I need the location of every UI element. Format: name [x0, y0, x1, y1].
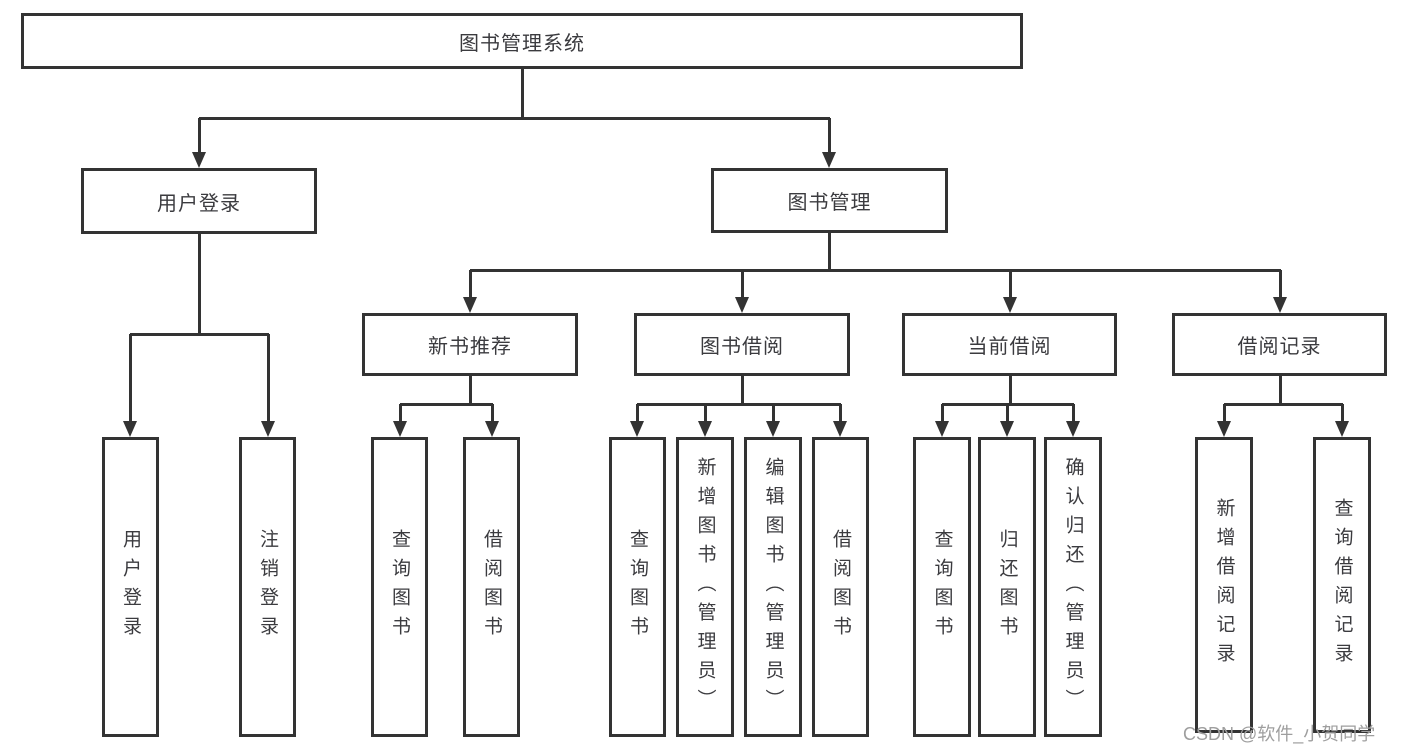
- leaf-user-login: 用户登录: [102, 437, 159, 737]
- arrowhead: [698, 421, 712, 437]
- leaf-borrow-book-recommend: 借阅图书: [463, 437, 520, 737]
- connector-line: [1006, 404, 1009, 423]
- connector-line: [1279, 270, 1282, 299]
- connector-line: [1223, 404, 1226, 423]
- leaf-edit-book-admin: 编辑图书（管理员）: [744, 437, 802, 737]
- node-user-login: 用户登录: [81, 168, 317, 234]
- leaf-borrow-book-recommend-label: 借阅图书: [481, 529, 502, 645]
- arrowhead: [735, 297, 749, 313]
- connector-line: [828, 118, 831, 154]
- arrowhead: [123, 421, 137, 437]
- node-borrowing-records-label: 借阅记录: [1237, 336, 1322, 358]
- leaf-query-book-current: 查询图书: [913, 437, 971, 737]
- connector-line: [267, 334, 270, 423]
- node-book-management-label: 图书管理: [787, 192, 872, 214]
- connector-line: [1341, 404, 1344, 423]
- watermark: CSDN @软件_小贺同学: [1183, 724, 1376, 744]
- leaf-add-borrow-record: 新增借阅记录: [1195, 437, 1253, 733]
- connector-line: [521, 69, 524, 120]
- arrowhead: [192, 152, 206, 168]
- connector-line: [198, 234, 201, 336]
- node-book-borrowing: 图书借阅: [634, 313, 850, 376]
- connector-line: [741, 270, 744, 299]
- connector-line: [470, 269, 1281, 272]
- node-borrowing-records: 借阅记录: [1172, 313, 1387, 376]
- arrowhead: [630, 421, 644, 437]
- connector-line: [637, 403, 841, 406]
- node-user-login-label: 用户登录: [157, 192, 241, 215]
- arrowhead: [1000, 421, 1014, 437]
- arrowhead: [463, 297, 477, 313]
- connector-line: [469, 270, 472, 299]
- leaf-add-book-admin-label: 新增图书（管理员）: [694, 456, 716, 718]
- connector-line: [839, 404, 842, 423]
- arrowhead: [1273, 297, 1287, 313]
- leaf-query-book-borrowing: 查询图书: [609, 437, 666, 737]
- connector-line: [400, 403, 493, 406]
- connector-line: [399, 404, 402, 423]
- leaf-query-borrow-record: 查询借阅记录: [1313, 437, 1371, 733]
- connector-line: [828, 233, 831, 272]
- leaf-query-book-recommend: 查询图书: [371, 437, 428, 737]
- arrowhead: [1217, 421, 1231, 437]
- leaf-confirm-return-admin: 确认归还（管理员）: [1044, 437, 1102, 737]
- leaf-add-book-admin: 新增图书（管理员）: [676, 437, 734, 737]
- connector-line: [772, 404, 775, 423]
- connector-line: [636, 404, 639, 423]
- connector-line: [491, 404, 494, 423]
- leaf-confirm-return-admin-label: 确认归还（管理员）: [1062, 456, 1084, 718]
- connector-line: [199, 117, 830, 120]
- connector-line: [130, 333, 269, 336]
- connector-line: [941, 404, 944, 423]
- leaf-borrow-book-label: 借阅图书: [830, 529, 851, 645]
- connector-line: [129, 334, 132, 423]
- connector-line: [1224, 403, 1343, 406]
- arrowhead: [393, 421, 407, 437]
- arrowhead: [1003, 297, 1017, 313]
- node-root-label: 图书管理系统: [459, 32, 585, 55]
- connector-line: [198, 118, 201, 154]
- leaf-user-login-label: 用户登录: [120, 529, 141, 645]
- node-root: 图书管理系统: [21, 13, 1023, 69]
- connector-line: [741, 376, 744, 406]
- arrowhead: [833, 421, 847, 437]
- leaf-logout-label: 注销登录: [257, 529, 278, 645]
- leaf-add-borrow-record-label: 新增借阅记录: [1213, 498, 1235, 672]
- leaf-query-book-current-label: 查询图书: [931, 529, 953, 645]
- connector-line: [1279, 376, 1282, 406]
- leaf-query-book-borrowing-label: 查询图书: [627, 529, 648, 645]
- connector-line: [1009, 376, 1012, 406]
- leaf-edit-book-admin-label: 编辑图书（管理员）: [762, 456, 784, 718]
- arrowhead: [485, 421, 499, 437]
- node-book-management: 图书管理: [711, 168, 948, 233]
- leaf-borrow-book: 借阅图书: [812, 437, 869, 737]
- connector-line: [469, 376, 472, 406]
- leaf-return-book: 归还图书: [978, 437, 1036, 737]
- arrowhead: [1335, 421, 1349, 437]
- node-new-book-recommend-label: 新书推荐: [428, 336, 512, 358]
- arrowhead: [1066, 421, 1080, 437]
- connector-line: [1009, 270, 1012, 299]
- node-new-book-recommend: 新书推荐: [362, 313, 578, 376]
- leaf-query-book-recommend-label: 查询图书: [389, 529, 410, 645]
- connector-line: [704, 404, 707, 423]
- arrowhead: [935, 421, 949, 437]
- leaf-return-book-label: 归还图书: [996, 529, 1018, 645]
- connector-line: [1072, 404, 1075, 423]
- leaf-logout: 注销登录: [239, 437, 296, 737]
- node-current-borrowing: 当前借阅: [902, 313, 1117, 376]
- arrowhead: [261, 421, 275, 437]
- leaf-query-borrow-record-label: 查询借阅记录: [1331, 498, 1353, 672]
- node-book-borrowing-label: 图书借阅: [700, 336, 784, 358]
- arrowhead: [822, 152, 836, 168]
- node-current-borrowing-label: 当前借阅: [967, 336, 1052, 358]
- arrowhead: [766, 421, 780, 437]
